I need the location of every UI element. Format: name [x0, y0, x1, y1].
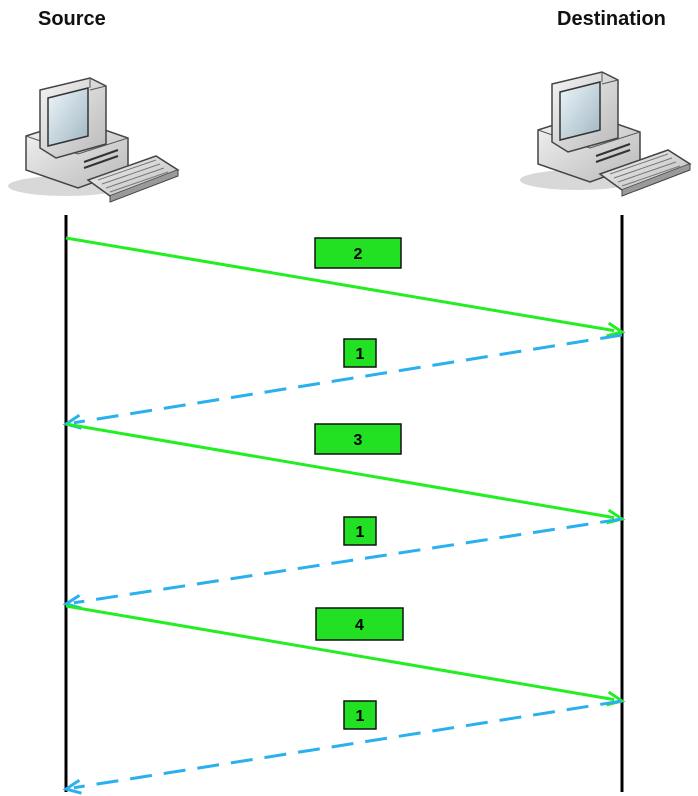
message-box [314, 423, 402, 455]
ack-arrow-line [73, 333, 623, 425]
messages-layer: 2 1 3 1 4 1 [62, 236, 626, 795]
forward-arrow-line [65, 422, 615, 520]
source-computer-icon [7, 77, 179, 203]
message-label: 1 [356, 346, 365, 363]
message-label: 1 [356, 524, 365, 541]
source-label: Source [38, 8, 106, 30]
message-box [343, 700, 377, 730]
message-box [343, 338, 377, 368]
message-label: 1 [356, 708, 365, 725]
ack-arrowhead-icon [62, 779, 82, 795]
forward-arrowhead-icon [606, 321, 626, 338]
message-box [343, 516, 377, 546]
message-box [314, 237, 402, 269]
forward-arrow-line [65, 236, 615, 333]
message-box [315, 607, 404, 641]
forward-arrow-line [65, 604, 615, 702]
ack-arrow-line [73, 517, 623, 605]
destination-label: Destination [557, 8, 666, 30]
ack-arrow-line [73, 699, 623, 790]
message-label: 4 [355, 617, 364, 634]
destination-computer-icon [519, 71, 691, 197]
message-label: 3 [354, 432, 363, 449]
message-label: 2 [354, 246, 363, 263]
